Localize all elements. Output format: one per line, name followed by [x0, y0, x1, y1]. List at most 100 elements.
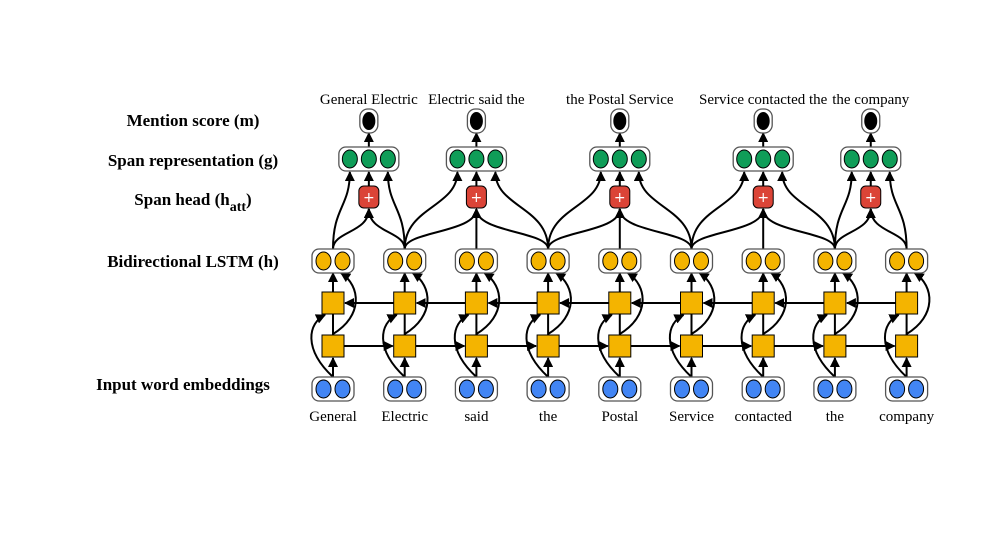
forward-lstm-cell — [895, 334, 919, 358]
vector-unit — [889, 251, 906, 271]
vector-unit — [458, 251, 475, 271]
vector-unit — [315, 379, 332, 399]
attention-edge — [690, 208, 769, 250]
attention-edge — [865, 208, 908, 250]
vector-unit — [530, 251, 547, 271]
vector-unit — [745, 251, 762, 271]
backward-lstm-cell — [895, 291, 919, 315]
span-head-node — [752, 185, 774, 209]
vector-unit — [630, 149, 647, 169]
span-start-edge — [403, 171, 463, 250]
vector-unit — [360, 149, 377, 169]
attention-edge — [363, 208, 406, 250]
span-end-edge — [633, 171, 693, 250]
vector-unit — [406, 251, 423, 271]
word-embedding-node — [454, 376, 499, 402]
emb-to-backward-edge — [310, 314, 334, 378]
span-label: the company — [832, 92, 910, 108]
vector-unit — [379, 149, 396, 169]
row-label-span-head: Span head (hatt) — [134, 190, 251, 215]
backward-lstm-cell — [393, 291, 417, 315]
vector-unit — [755, 149, 772, 169]
vector-unit — [817, 379, 834, 399]
forward-lstm-cell — [321, 334, 345, 358]
span-head-label-sub: att — [230, 200, 247, 215]
plus-icon: + — [614, 190, 626, 206]
bilstm-output-node — [454, 248, 499, 274]
vector-unit — [469, 112, 483, 130]
nodes-layer: +++++ — [311, 108, 929, 402]
word-label: Electric — [381, 409, 428, 425]
vector-unit — [674, 379, 690, 399]
span-representation-node — [589, 146, 651, 172]
word-label: General — [309, 409, 356, 425]
emb-to-backward-edge — [883, 314, 908, 378]
span-start-edge — [833, 171, 857, 250]
span-start-edge — [547, 171, 606, 250]
forward-lstm-cell — [823, 334, 847, 358]
mention-score-node — [466, 108, 487, 134]
vector-unit — [693, 251, 709, 271]
span-end-edge — [382, 171, 406, 250]
mention-score-node — [610, 108, 630, 134]
plus-icon: + — [471, 190, 483, 206]
vector-unit — [817, 251, 834, 271]
attention-edge — [471, 208, 550, 250]
backward-lstm-cell — [536, 291, 560, 315]
word-label: said — [464, 409, 489, 425]
word-embedding-node — [669, 376, 714, 402]
edges-layer — [310, 132, 931, 378]
word-embedding-node — [311, 376, 355, 402]
vector-unit — [836, 379, 853, 399]
span-end-edge — [777, 171, 836, 250]
mention-score-node — [753, 108, 773, 134]
span-end-edge — [490, 171, 550, 250]
vector-unit — [362, 112, 376, 130]
plus-icon: + — [363, 190, 375, 206]
vector-unit — [602, 251, 619, 271]
word-label: Service — [669, 409, 714, 425]
word-label: the — [539, 409, 558, 425]
word-embedding-node — [383, 376, 427, 402]
span-label: Electric said the — [428, 92, 525, 108]
vector-unit — [908, 379, 925, 399]
vector-unit — [889, 379, 906, 399]
backward-to-h-edge — [475, 272, 501, 335]
backward-to-h-edge — [762, 272, 787, 335]
vector-unit — [908, 251, 925, 271]
attention-edge — [403, 208, 482, 250]
backward-lstm-cell — [823, 291, 847, 315]
emb-to-backward-edge — [453, 314, 478, 378]
row-label-mention-score: Mention score (m) — [127, 111, 260, 130]
vector-unit — [674, 251, 690, 271]
row-label-bilstm: Bidirectional LSTM (h) — [107, 252, 279, 271]
span-label: the Postal Service — [566, 92, 674, 108]
vector-unit — [611, 149, 628, 169]
emb-to-backward-edge — [525, 314, 549, 378]
forward-lstm-cell — [751, 334, 775, 358]
forward-lstm-cell — [680, 334, 703, 358]
word-embedding-node — [598, 376, 642, 402]
word-label: Postal — [601, 409, 638, 425]
row-label-input-embeddings: Input word embeddings — [96, 375, 270, 394]
vector-unit — [449, 149, 466, 169]
bilstm-output-node — [741, 248, 785, 274]
vector-unit — [315, 251, 332, 271]
attention-edge — [758, 208, 836, 250]
bilstm-output-node — [813, 248, 857, 274]
vector-unit — [334, 251, 351, 271]
span-head-node — [609, 185, 631, 209]
vector-unit — [621, 379, 638, 399]
word-embedding-node — [884, 376, 929, 402]
vector-unit — [530, 379, 547, 399]
vector-unit — [487, 149, 504, 169]
span-head-node — [860, 185, 882, 209]
vector-unit — [334, 379, 351, 399]
mention-score-node — [359, 108, 379, 134]
span-head-node — [465, 185, 487, 209]
plus-icon: + — [865, 190, 877, 206]
vector-unit — [864, 112, 878, 130]
span-start-edge — [690, 171, 750, 250]
